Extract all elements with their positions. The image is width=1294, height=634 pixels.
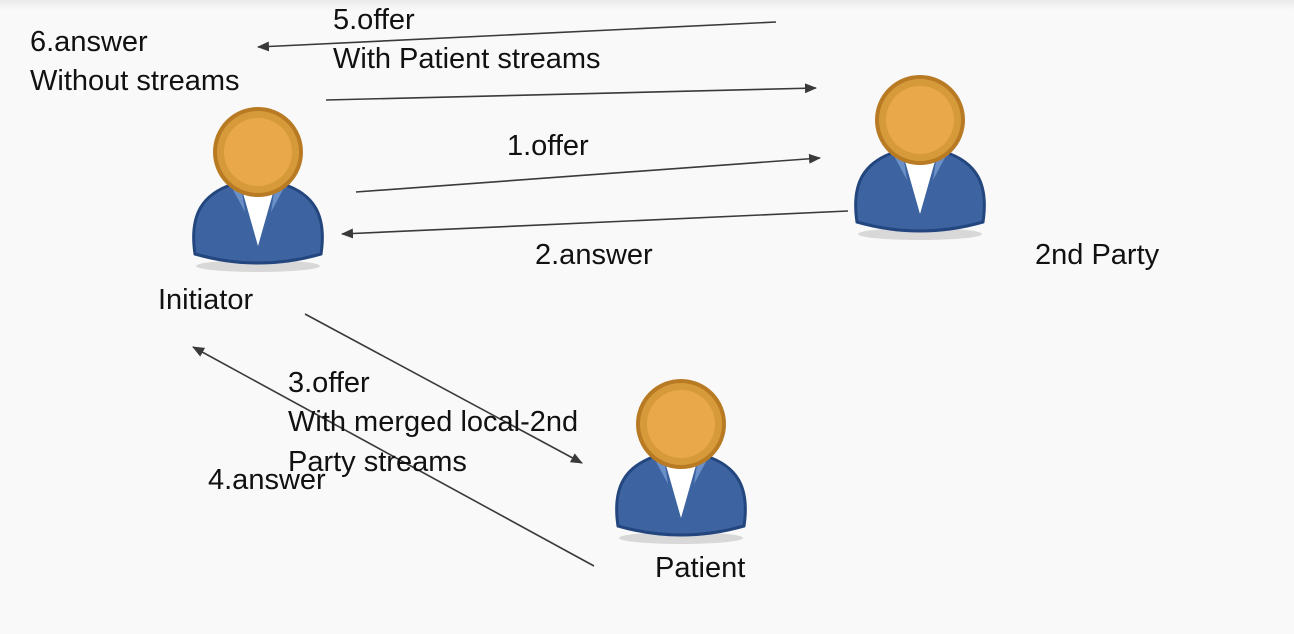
initiator-label: Initiator bbox=[158, 284, 254, 316]
arrow-3-offer bbox=[304, 313, 583, 464]
message-2: 2.answer bbox=[535, 239, 653, 271]
message-6-line2: Without streams bbox=[30, 65, 240, 97]
second-party-label: 2nd Party bbox=[1035, 239, 1160, 271]
message-1: 1.offer bbox=[507, 130, 589, 162]
arrow-1-offer bbox=[355, 153, 821, 193]
message-4: 4.answer bbox=[208, 464, 326, 496]
message-6-line1: 6.answer bbox=[30, 26, 148, 58]
message-3-line3: Party streams bbox=[288, 446, 467, 478]
message-5-line2: With Patient streams bbox=[333, 43, 601, 75]
second-party-person-icon bbox=[854, 75, 986, 240]
initiator-person-icon bbox=[192, 107, 324, 272]
message-3-line2: With merged local-2nd bbox=[288, 406, 579, 438]
message-5-line1: 5.offer bbox=[333, 4, 415, 36]
arrow-6-answer bbox=[325, 83, 817, 101]
arrow-5-offer bbox=[257, 21, 777, 52]
arrow-2-answer bbox=[341, 210, 849, 239]
top-shade bbox=[0, 0, 1294, 10]
arrow-4-answer bbox=[192, 346, 595, 567]
patient-person-icon bbox=[615, 379, 747, 544]
message-3-line1: 3.offer bbox=[288, 367, 370, 399]
patient-label: Patient bbox=[655, 552, 746, 584]
